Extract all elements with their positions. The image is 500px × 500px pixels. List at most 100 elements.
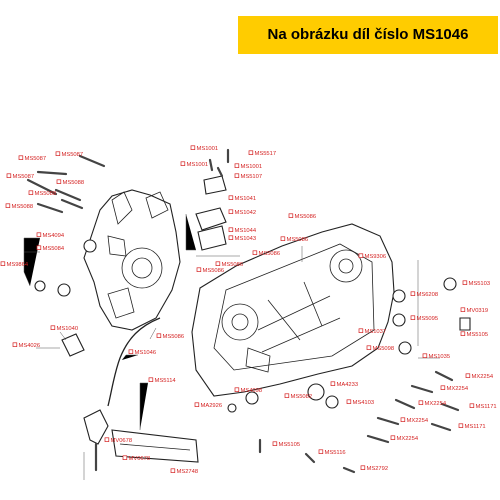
- callout-ms1001-20[interactable]: MS1001: [234, 163, 263, 170]
- callout-label: MS5105: [279, 442, 301, 448]
- callout-ms1044-24[interactable]: MS1044: [228, 227, 257, 234]
- callout-ms5098-38[interactable]: MS5098: [366, 345, 394, 352]
- callout-ms5105-36[interactable]: MS5105: [460, 331, 488, 338]
- callout-label: MX2254: [447, 386, 469, 392]
- reed-valve-block[interactable]: [195, 207, 227, 231]
- leader-lines: [23, 214, 440, 480]
- callout-ms5087-1[interactable]: MS5087: [55, 151, 83, 158]
- callout-label: MS1041: [235, 196, 257, 202]
- callout-label: MS5086: [259, 251, 281, 257]
- callout-ms1040-9[interactable]: MS1040: [50, 325, 79, 332]
- oil-pump-mv0678[interactable]: [83, 409, 109, 445]
- callout-ms4026-10[interactable]: MS4026: [12, 342, 40, 349]
- callout-ms5107-21[interactable]: MS5107: [234, 173, 263, 180]
- callout-label: MS2748: [177, 469, 199, 475]
- callout-ms5087-2[interactable]: MS5087: [6, 173, 34, 180]
- callout-ms5114-12[interactable]: MS5114: [148, 377, 177, 384]
- callout-ms1001-19[interactable]: MS1001: [180, 161, 208, 168]
- callout-label: MX2254: [472, 374, 494, 380]
- callout-ms5086-30[interactable]: MS5086: [196, 267, 225, 274]
- callout-label: MS4103: [353, 400, 375, 406]
- callout-label: MS5086: [222, 262, 244, 268]
- callout-label: MS9864: [7, 262, 29, 268]
- callout-ms1035-39[interactable]: MS1035: [422, 353, 450, 360]
- cable-ms1046[interactable]: [107, 317, 161, 407]
- callout-label: MS1040: [57, 326, 79, 332]
- callout-label: MS5084: [43, 246, 65, 252]
- callout-ms4098-41[interactable]: MS4098: [234, 387, 262, 394]
- callout-label: MA2926: [201, 403, 223, 409]
- callout-ms5086-13[interactable]: MS5086: [156, 333, 184, 340]
- callout-mx2254-45[interactable]: MX2254: [465, 373, 494, 380]
- callout-label: MS1001: [197, 146, 219, 152]
- callout-label: MS1001: [241, 164, 263, 170]
- callout-label: MS1042: [235, 210, 257, 216]
- callout-mx2254-51[interactable]: MX2254: [390, 435, 419, 442]
- callout-ms6208-33[interactable]: MS6208: [410, 291, 438, 298]
- callout-label: MS5114: [155, 378, 177, 384]
- bolt-set-right: [208, 148, 460, 474]
- callout-label: MS2792: [367, 466, 389, 472]
- callout-ms5095-34[interactable]: MS5095: [410, 315, 438, 322]
- callout-ma4233-40[interactable]: MA4233: [330, 381, 359, 388]
- callout-ms1042-23[interactable]: MS1042: [228, 209, 257, 216]
- callout-label: MX2254: [425, 401, 447, 407]
- callout-label: MS5088: [12, 204, 34, 210]
- callout-ms9864-8[interactable]: MS9864: [0, 261, 29, 268]
- callout-label: MS5088: [35, 191, 57, 197]
- callout-mv0319-35[interactable]: MV0319: [460, 307, 489, 314]
- callout-mx2254-47[interactable]: MX2254: [418, 400, 447, 407]
- bolt-set-left: [26, 154, 106, 214]
- callout-ms5088-4[interactable]: MS5088: [28, 190, 57, 197]
- callout-ms1043-25[interactable]: MS1043: [228, 235, 257, 242]
- callout-mv0678-15[interactable]: MV0678: [122, 455, 151, 462]
- callout-label: MS5086: [203, 268, 225, 274]
- callout-ms1046-11[interactable]: MS1046: [128, 349, 157, 356]
- callout-ma2926-43[interactable]: MA2926: [194, 402, 223, 409]
- callout-ms5086-28[interactable]: MS5086: [252, 250, 281, 257]
- callout-ms5116-53[interactable]: MS5116: [318, 449, 346, 456]
- callout-ms1041-22[interactable]: MS1041: [228, 195, 257, 202]
- callout-ms5087-0[interactable]: MS5087: [18, 155, 47, 162]
- callout-ms4103-44[interactable]: MS4103: [346, 399, 375, 406]
- callout-ms1037-37[interactable]: MS1037: [358, 328, 386, 335]
- callout-ms5086-27[interactable]: MS5086: [280, 236, 308, 243]
- right-crankcase-cover[interactable]: [191, 223, 395, 397]
- callout-ms2792-54[interactable]: MS2792: [360, 465, 389, 472]
- callout-ms5086-26[interactable]: MS5086: [288, 213, 317, 220]
- callout-label: MS5087: [25, 156, 47, 162]
- part-number-banner: Na obrázku díl číslo MS1046: [238, 16, 498, 54]
- callout-label: MS1043: [235, 236, 257, 242]
- bracket-ms1040[interactable]: [61, 333, 85, 357]
- callout-ms1001-17[interactable]: MS1001: [190, 145, 219, 152]
- callout-ms5088-3[interactable]: MS5088: [56, 179, 84, 186]
- callout-ms1171-50[interactable]: MS1171: [458, 423, 486, 430]
- callout-ms5517-18[interactable]: MS5517: [248, 150, 276, 157]
- callout-label: MS1044: [235, 228, 257, 234]
- lever-ms2748[interactable]: [111, 429, 199, 463]
- callout-ms5084-7[interactable]: MS5084: [36, 245, 65, 252]
- callout-ms5105-52[interactable]: MS5105: [272, 441, 301, 448]
- callout-label: MA4233: [337, 382, 359, 388]
- callout-ms1171-48[interactable]: MS1171: [469, 403, 497, 410]
- callout-label: MS1046: [135, 350, 157, 356]
- callout-ms5103-32[interactable]: MS5103: [462, 280, 490, 287]
- callout-mx2254-49[interactable]: MX2254: [400, 417, 429, 424]
- callout-label: MS5086: [295, 214, 317, 220]
- callout-ms5082-42[interactable]: MS5082: [284, 393, 312, 400]
- bearing-ma4233[interactable]: [307, 383, 325, 401]
- callout-label: MV0678: [129, 456, 151, 462]
- callout-ms2748-16[interactable]: MS2748: [170, 468, 199, 475]
- callout-mv0678-14[interactable]: MV0678: [104, 437, 132, 444]
- callout-ms9306-31[interactable]: MS9306: [358, 253, 386, 260]
- callout-label: MV0319: [467, 308, 489, 314]
- callout-ms5086-29[interactable]: MS5086: [215, 261, 244, 268]
- callout-ms5088-5[interactable]: MS5088: [5, 203, 34, 210]
- callout-label: MS5116: [325, 450, 346, 456]
- callout-label: MS1171: [476, 404, 497, 410]
- callout-ms4094-6[interactable]: MS4094: [36, 232, 65, 239]
- callout-label: MS5107: [241, 174, 263, 180]
- callout-mx2254-46[interactable]: MX2254: [440, 385, 469, 392]
- bearing-ms5103[interactable]: [443, 277, 457, 291]
